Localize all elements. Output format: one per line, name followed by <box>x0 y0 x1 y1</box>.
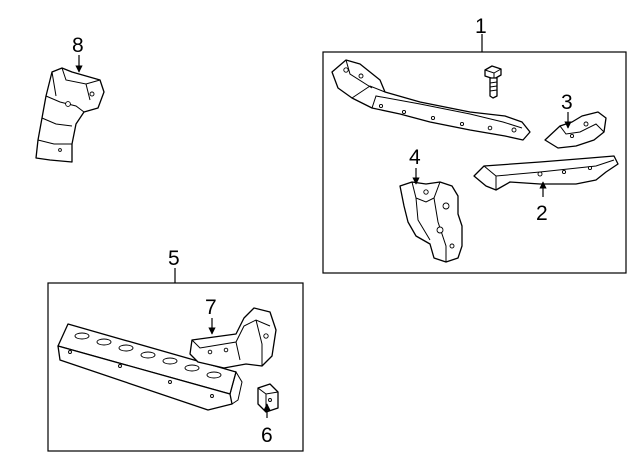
part-4-bracket <box>399 181 463 263</box>
callout-4: 4 <box>409 146 421 169</box>
group-1-frame <box>322 51 627 274</box>
part-8-bracket <box>35 67 105 163</box>
part-3-bracket <box>544 111 607 149</box>
part-6-clip <box>257 383 279 413</box>
lower-tie-bar <box>57 323 243 411</box>
bolt <box>484 65 502 99</box>
callout-7: 7 <box>205 296 217 319</box>
callout-8: 8 <box>72 34 84 57</box>
upper-tie-bar <box>331 59 531 141</box>
callout-1: 1 <box>475 15 487 38</box>
callout-6: 6 <box>261 424 273 447</box>
part-2-bracket <box>473 155 619 191</box>
part-7-bracket <box>189 307 277 369</box>
callout-5: 5 <box>168 247 180 270</box>
callout-2: 2 <box>536 202 548 225</box>
callout-3: 3 <box>561 91 573 114</box>
